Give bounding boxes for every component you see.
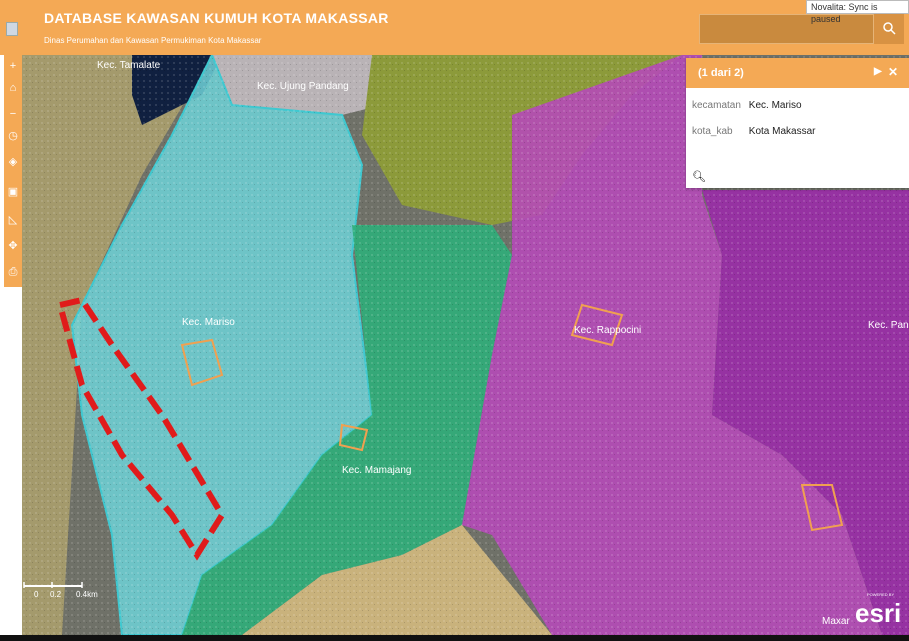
label-mamajang: Kec. Mamajang [342, 465, 411, 476]
close-icon[interactable]: ✕ [888, 65, 899, 79]
field-value: Kec. Mariso [748, 100, 802, 111]
locate-icon[interactable]: ✥ [8, 240, 18, 252]
zoom-to-icon[interactable]: 🔍︎ [692, 171, 706, 183]
measure-icon[interactable]: ◺ [8, 214, 18, 226]
scale-tick: 0.4km [76, 590, 98, 599]
search-button[interactable] [874, 14, 904, 44]
esri-logo[interactable]: esri [855, 598, 902, 628]
print-icon[interactable]: ⎙ [8, 266, 18, 278]
next-feature-icon[interactable]: ▶ [874, 66, 882, 77]
powered-by-label: POWERED BY [867, 592, 895, 597]
basemap-icon[interactable]: ▣ [7, 186, 19, 198]
field-key: kecamatan [692, 100, 741, 111]
scale-tick: 0.2 [50, 590, 62, 599]
clock-icon[interactable]: ◷ [8, 130, 18, 142]
popup-header: (1 dari 2) ▶ ✕ [686, 58, 909, 88]
home-icon[interactable]: ⌂ [9, 82, 17, 94]
label-rappocini: Kec. Rappocini [574, 325, 641, 336]
label-mariso: Kec. Mariso [182, 317, 235, 328]
scale-tick: 0 [34, 590, 39, 599]
app-subtitle: Dinas Perumahan dan Kawasan Permukiman K… [44, 36, 262, 45]
label-ujung-pandang: Kec. Ujung Pandang [257, 81, 349, 92]
label-tamalate: Kec. Tamalate [97, 60, 161, 71]
scale-bar: 0 0.2 0.4km [22, 580, 112, 605]
layers-icon[interactable]: ◈ [8, 156, 18, 168]
search-input[interactable] [699, 14, 874, 44]
slum-area [570, 303, 624, 347]
sync-notification: Novalita: Sync is paused [806, 0, 909, 24]
label-panakkukang: Kec. Pan [868, 320, 909, 331]
popup-count: (1 dari 2) [698, 67, 744, 79]
field-value: Kota Makassar [748, 126, 816, 137]
popup-row-kecamatan: kecamatan Kec. Mariso [692, 100, 802, 111]
zoom-in-icon[interactable]: + [9, 60, 17, 72]
maxar-attribution: Maxar [822, 616, 850, 627]
slum-area [338, 423, 369, 452]
field-key: kota_kab [692, 126, 733, 137]
popup-row-kota-kab: kota_kab Kota Makassar [692, 126, 815, 137]
feature-popup: (1 dari 2) ▶ ✕ kecamatan Kec. Mariso kot… [686, 58, 909, 188]
app-title: DATABASE KAWASAN KUMUH KOTA MAKASSAR [44, 10, 389, 26]
bottom-bar [0, 635, 909, 641]
app-logo-icon [6, 22, 18, 36]
highlight-outline [56, 296, 226, 561]
slum-area [800, 484, 844, 532]
zoom-out-icon[interactable]: − [9, 108, 17, 120]
slum-area [180, 338, 224, 387]
map-toolbar: + ⌂ − ◷ ◈ ▣ ◺ ✥ ⎙ [4, 55, 22, 287]
search-icon [883, 22, 896, 35]
